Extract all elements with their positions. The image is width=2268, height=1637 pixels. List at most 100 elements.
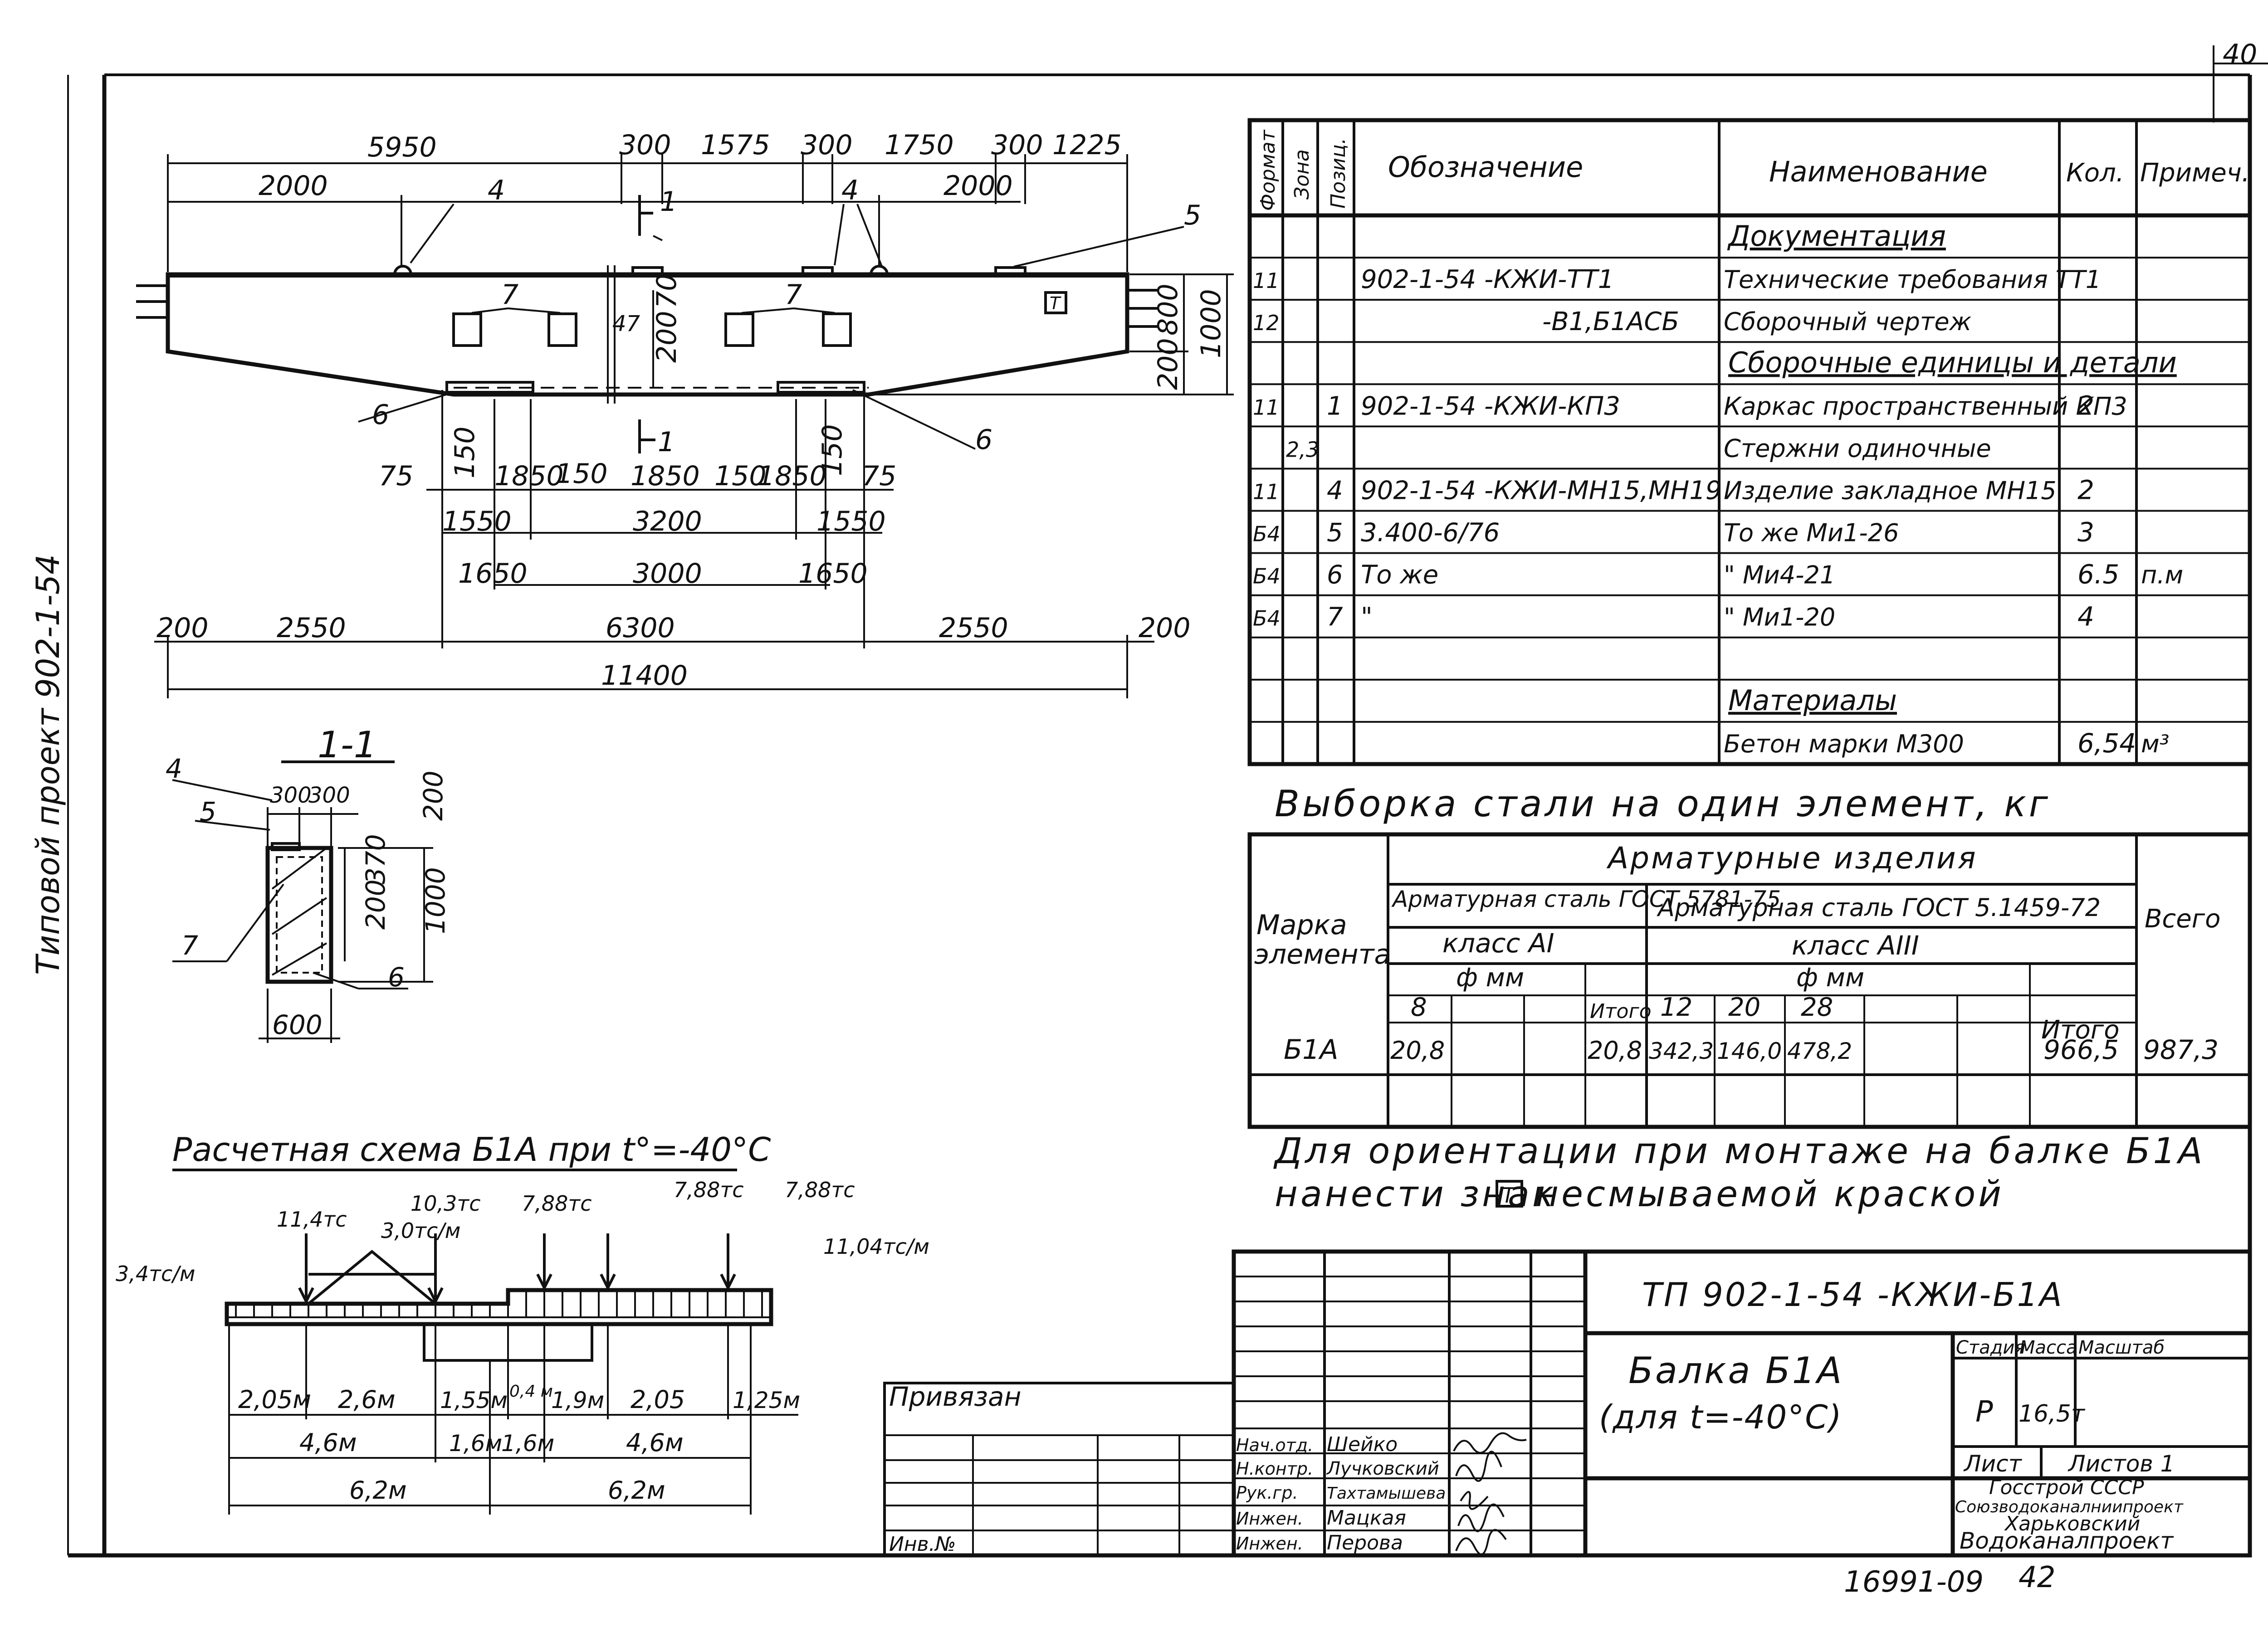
- spec-cell-name: Документация: [1727, 219, 1946, 253]
- spec-cell-pos: 4: [1327, 476, 1343, 505]
- section-callout-7: 7: [181, 930, 198, 961]
- spec-cell-code: То же: [1361, 560, 1438, 590]
- dim-200a: 200: [156, 612, 209, 644]
- footer-number: 16991-09: [1844, 1565, 1984, 1599]
- signer-role-5: Инжен.: [1236, 1534, 1303, 1554]
- spec-cell-code: 902-1-54 -КЖИ-МН15,МН19: [1361, 476, 1722, 505]
- footer-page: 42: [2019, 1561, 2055, 1594]
- dim-1550b: 1550: [816, 506, 886, 537]
- col-scale: Масштаб: [2078, 1337, 2165, 1358]
- note-line-2-end: несмываемой краской: [1535, 1174, 2004, 1215]
- spec-cell-note: п.м: [2141, 561, 2183, 590]
- doc-code: ТП 902-1-54 -КЖИ-Б1А: [1642, 1276, 2064, 1314]
- callout-5: 5: [1184, 200, 1201, 231]
- mass-value: 16,5т: [2019, 1400, 2086, 1428]
- dim-b1850c: 1850: [758, 460, 827, 492]
- load-7-88b: 7,88тс: [674, 1178, 744, 1202]
- dim-3000: 3000: [633, 558, 702, 590]
- dim-2550a: 2550: [277, 612, 346, 644]
- calc-dim-1-9: 1,9м: [551, 1387, 604, 1413]
- note-line-1: Для ориентации при монтаже на балке Б1А: [1273, 1131, 2205, 1172]
- spec-cell-name: Каркас пространственный КП3: [1724, 392, 2127, 420]
- calc-dim-1-6a: 1,6м: [449, 1430, 502, 1457]
- spec-cell-code: ": [1361, 603, 1373, 632]
- dim-mid-200: 200: [651, 311, 683, 363]
- dim-5950: 5950: [367, 132, 437, 163]
- spec-cell-pos: 7: [1327, 603, 1343, 632]
- signer-name-3: Тахтамышева: [1327, 1484, 1446, 1503]
- section-title: 1-1: [318, 724, 377, 766]
- section-dim-300a: 300: [270, 783, 312, 808]
- signature-2: [1455, 1451, 1502, 1482]
- spec-cell-fmt: Б4: [1253, 522, 1281, 546]
- spec-cell-note: м³: [2141, 730, 2169, 758]
- spec-cell-pos: 1: [1327, 391, 1343, 421]
- dim-11400: 11400: [601, 660, 688, 692]
- calc-dim-1-55: 1,55м: [440, 1387, 508, 1413]
- dim-b75b: 75: [862, 460, 896, 492]
- steel-steel1: Арматурная сталь ГОСТ 5781-75: [1391, 886, 1781, 912]
- section-dim-370: 370: [360, 834, 391, 884]
- dim-1550a: 1550: [442, 506, 512, 537]
- sheet-label: Лист: [1963, 1451, 2023, 1477]
- calc-dim-2-6: 2,6м: [338, 1385, 396, 1414]
- dim-6300: 6300: [606, 612, 675, 644]
- title-block-grid: [883, 1249, 2252, 1558]
- calc-dim-2-05: 2,05м: [238, 1385, 311, 1414]
- steel-d8: 8: [1411, 993, 1427, 1022]
- note-sign-box: [1496, 1180, 1523, 1208]
- callout-7a: 7: [501, 279, 518, 311]
- load-11-04: 11,04тс/м: [823, 1234, 929, 1259]
- signature-1: [1453, 1432, 1527, 1454]
- spec-table-grid: [1247, 118, 2252, 766]
- dim-b150c: 150: [714, 460, 767, 492]
- dim-1750: 1750: [885, 129, 954, 161]
- spec-cell-qty: 4: [2077, 601, 2094, 632]
- dim-b150b: 150: [556, 458, 608, 490]
- inv-label: Инв.№: [889, 1533, 956, 1556]
- steel-d28: 28: [1801, 993, 1833, 1022]
- spec-cell-fmt: 12: [1253, 311, 1280, 335]
- spec-cell-name: Технические требования ТТ1: [1724, 265, 2101, 294]
- spec-cell-qty: 6.5: [2077, 559, 2119, 590]
- steel-itogo1: Итого: [1590, 1000, 1652, 1023]
- calc-dim-4-6a: 4,6м: [299, 1428, 357, 1457]
- org-1: Госстрой СССР: [1989, 1476, 2144, 1499]
- section-callout-4: 4: [166, 753, 182, 784]
- section-dim-200a: 200: [418, 770, 449, 821]
- steel-row-a3-total: 966,5: [2043, 1034, 2119, 1065]
- signature-5: [1455, 1529, 1507, 1555]
- steel-row-a1: 20,8: [1390, 1036, 1445, 1065]
- steel-row-a1-total: 20,8: [1588, 1036, 1642, 1065]
- spec-cell-name: Изделие закладное МН15: [1724, 476, 2057, 505]
- org-2: Союзводоканалниипроект: [1955, 1498, 2184, 1516]
- signer-name-5: Перова: [1327, 1531, 1403, 1554]
- callout-6b: 6: [975, 424, 992, 456]
- spec-table-headers: Формат Зона Позиц. Обозначение Наименова…: [1256, 129, 2250, 211]
- signer-name-4: Мацкая: [1327, 1506, 1406, 1530]
- spec-cell-name: Сборочные единицы и детали: [1728, 346, 2177, 379]
- spec-cell-code: 3.400-6/76: [1361, 518, 1500, 548]
- col-stage: Стадия: [1956, 1337, 2025, 1358]
- spec-cell-qty: 2: [2077, 474, 2094, 505]
- spec-cell-fmt: Б4: [1253, 564, 1281, 589]
- section-dim-200b: 200: [360, 879, 391, 930]
- spec-cell-name: Бетон марки М300: [1724, 730, 1964, 758]
- steel-table-title: Выборка стали на один элемент, кг: [1275, 783, 2051, 825]
- callout-7b: 7: [785, 279, 802, 311]
- steel-total-header: Всего: [2145, 904, 2220, 934]
- steel-class1: класс АI: [1442, 928, 1554, 959]
- spec-cell-code: -В1,Б1АСБ: [1542, 307, 1679, 336]
- side-margin-text: Типовой проект 902-1-54: [29, 554, 67, 975]
- steel-row-a3-20: 146,0: [1717, 1038, 1782, 1064]
- spec-header-name: Наименование: [1769, 155, 1988, 188]
- doc-name-1: Балка Б1А: [1628, 1350, 1843, 1392]
- load-7-88c: 7,88тс: [785, 1178, 855, 1202]
- doc-name-2: (для t=-40°С): [1599, 1398, 1843, 1436]
- org-3: Харьковский: [2004, 1512, 2140, 1535]
- spec-cell-name: То же Ми1-26: [1724, 519, 1899, 547]
- calc-scheme-title: Расчетная схема Б1А при t°=-40°С: [172, 1130, 771, 1169]
- steel-table-grid: [1247, 832, 2252, 1129]
